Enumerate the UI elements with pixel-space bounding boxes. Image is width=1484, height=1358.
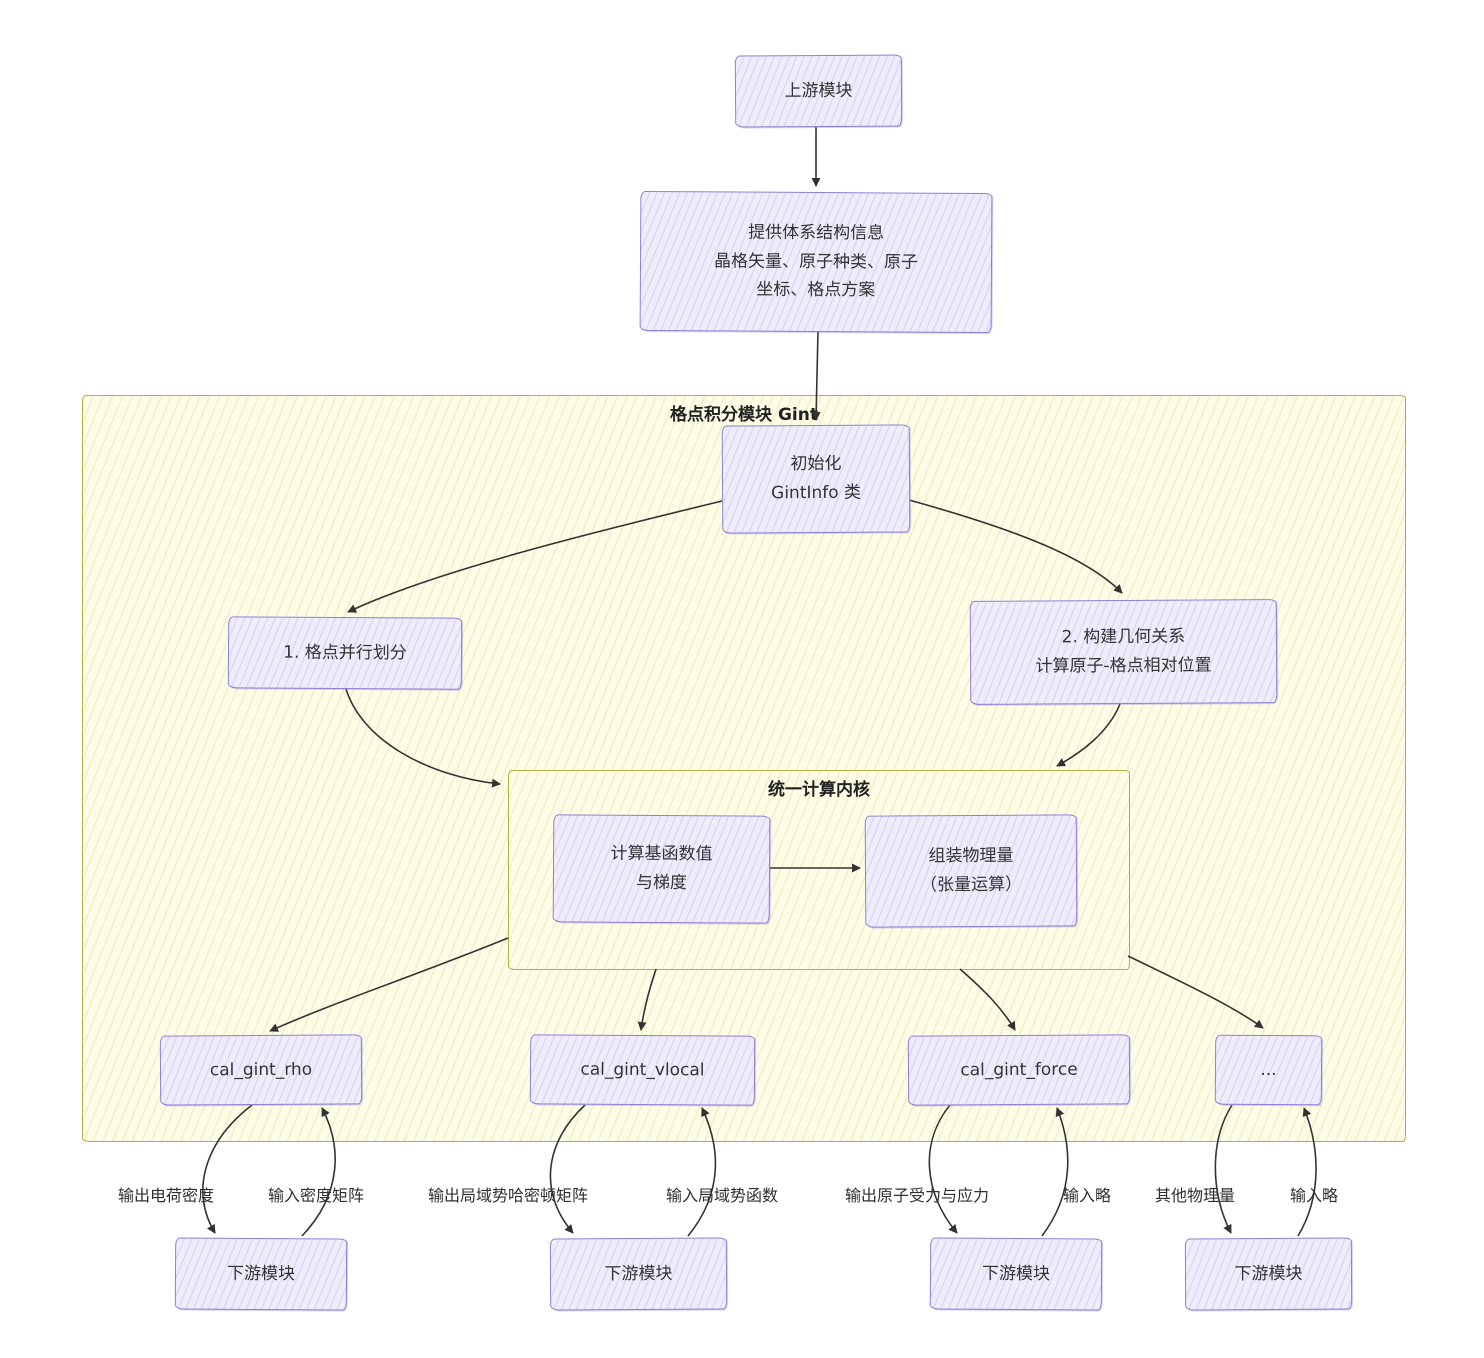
edge-label-vlocal-input: 输入局域势函数 (666, 1186, 779, 1205)
node-downstream-force: 下游模块 (929, 1237, 1103, 1311)
node-init-gintinfo: 初始化 GintInfo 类 (721, 424, 911, 534)
node-cal-gint-others: ... (1214, 1034, 1323, 1106)
cal-gint-others-label: ... (1260, 1059, 1277, 1080)
edge-label-vlocal-output: 输出局域势哈密顿矩阵 (428, 1186, 589, 1205)
node-cal-gint-rho: cal_gint_rho (159, 1034, 363, 1106)
step2-line1: 2. 构建几何关系 (1061, 626, 1186, 648)
cal-gint-rho-label: cal_gint_rho (209, 1059, 313, 1080)
edge-label-others-output: 其他物理量 (1155, 1186, 1236, 1205)
upstream-label: 上游模块 (784, 80, 853, 101)
downstream-others-label: 下游模块 (1234, 1263, 1303, 1284)
node-step2-geometry: 2. 构建几何关系 计算原子-格点相对位置 (969, 599, 1278, 705)
system-info-line1: 提供体系结构信息 (748, 222, 885, 244)
edge-label-others-input: 输入略 (1290, 1186, 1339, 1205)
downstream-rho-label: 下游模块 (226, 1263, 296, 1284)
downstream-force-label: 下游模块 (981, 1263, 1051, 1284)
node-downstream-others: 下游模块 (1184, 1237, 1353, 1311)
node-system-info: 提供体系结构信息 晶格矢量、原子种类、原子 坐标、格点方案 (639, 190, 993, 334)
cal-gint-force-label: cal_gint_force (960, 1059, 1078, 1080)
node-upstream-module: 上游模块 (734, 54, 903, 128)
node-cal-gint-vlocal: cal_gint_vlocal (529, 1034, 756, 1106)
node-assemble-physical: 组装物理量 （张量运算） (864, 814, 1078, 928)
init-line1: 初始化 (790, 453, 842, 475)
step1-label: 1. 格点并行划分 (283, 642, 407, 663)
assemble-line2: （张量运算） (920, 874, 1023, 896)
system-info-line3: 坐标、格点方案 (756, 280, 876, 301)
downstream-vlocal-label: 下游模块 (604, 1263, 673, 1284)
node-basis-function: 计算基函数值 与梯度 (552, 814, 771, 924)
step2-line2: 计算原子-格点相对位置 (1035, 655, 1212, 677)
node-cal-gint-force: cal_gint_force (907, 1034, 1131, 1106)
basis-line1: 计算基函数值 (610, 843, 713, 865)
gint-module-title: 格点积分模块 Gint (670, 405, 818, 425)
assemble-line1: 组装物理量 (928, 845, 1014, 867)
edge-label-force-output: 输出原子受力与应力 (845, 1186, 990, 1205)
node-downstream-rho: 下游模块 (174, 1237, 348, 1311)
unified-kernel-title: 统一计算内核 (768, 780, 870, 800)
basis-line2: 与梯度 (635, 872, 687, 894)
edge-label-force-input: 输入略 (1063, 1186, 1112, 1205)
system-info-line2: 晶格矢量、原子种类、原子 (713, 250, 919, 273)
init-line2: GintInfo 类 (771, 482, 862, 504)
node-downstream-vlocal: 下游模块 (549, 1237, 728, 1311)
edge-label-rho-output: 输出电荷密度 (118, 1186, 215, 1205)
cal-gint-vlocal-label: cal_gint_vlocal (580, 1059, 705, 1080)
edge-label-rho-input: 输入密度矩阵 (268, 1186, 365, 1205)
node-step1-grid-partition: 1. 格点并行划分 (227, 616, 463, 690)
